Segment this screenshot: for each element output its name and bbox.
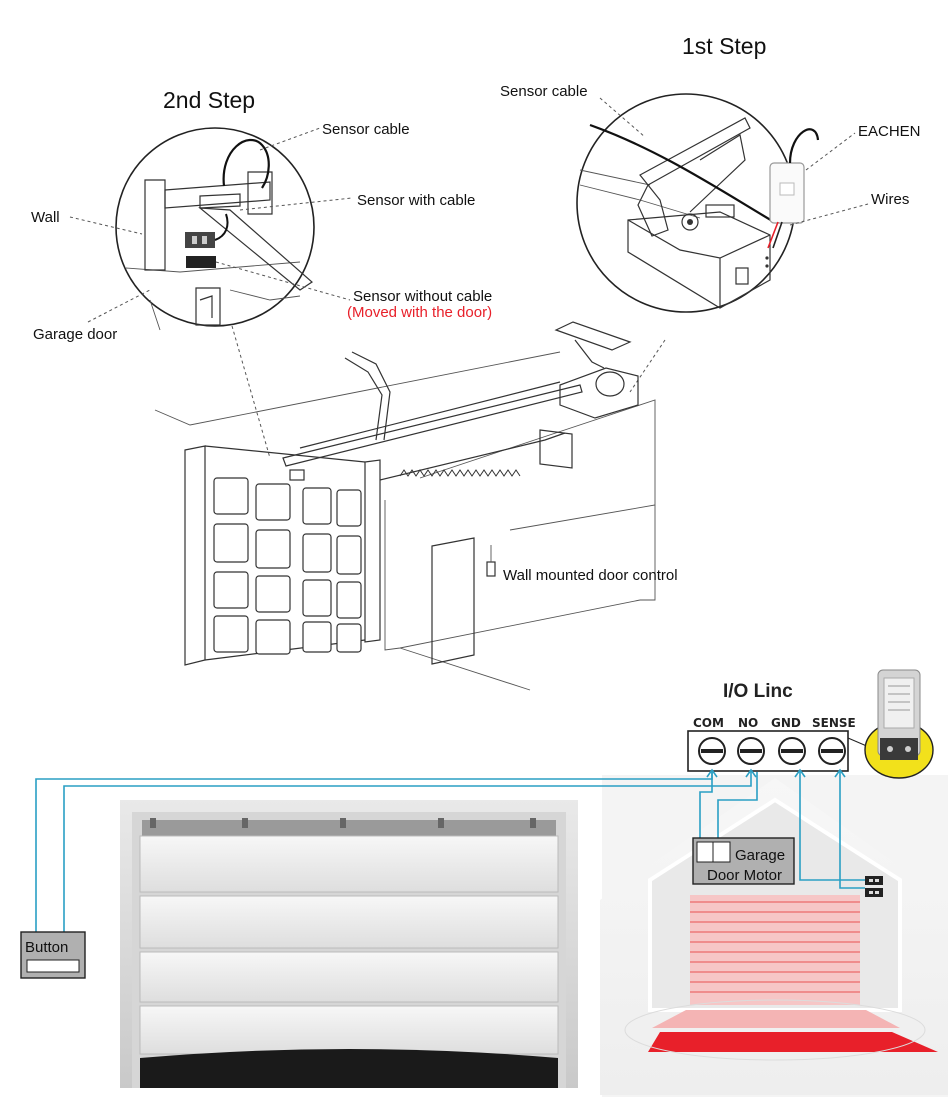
moved-with-door-note: (Moved with the door) [347,304,492,321]
step1-sensor-cable-label: Sensor cable [500,83,588,100]
motor-wiring [699,772,758,838]
terminal-gnd-screw [778,737,806,765]
alarm-door-stripes [690,895,860,1005]
eachen-label: EACHEN [858,123,921,140]
house-image [600,775,948,1097]
terminal-com-label: COM [693,716,724,730]
step2-sensor-cable-label: Sensor cable [322,121,410,138]
step2-sensor-with-cable-label: Sensor with cable [357,192,475,209]
terminal-no-screw [737,737,765,765]
sensor-wiring [794,768,865,889]
io-linc-title: I/O Linc [723,681,793,702]
step-1-magnifier [576,93,820,313]
motor-label-line1: Garage [735,847,785,864]
step-2-heading: 2nd Step [163,87,255,113]
garage-door-label: Garage door [33,326,117,343]
step-2-magnifier [115,127,315,331]
terminal-com-screw [698,737,726,765]
terminal-gnd-label: GND [771,716,801,730]
sensor-without-cable-label: Sensor without cable [353,288,492,305]
io-linc-terminal-block [687,730,849,772]
button-label: Button [25,939,68,956]
wall-button [20,931,86,979]
motor-label-line2: Door Motor [707,867,782,884]
io-linc-device-image [847,669,934,779]
wall-control-label: Wall mounted door control [503,567,678,584]
garage-scene [154,321,656,691]
garage-door-motor [692,837,795,885]
step-1-heading: 1st Step [682,33,766,59]
door-contact-sensor [865,876,883,897]
garage-door-image [120,800,578,1088]
wires-label: Wires [871,191,909,208]
terminal-no-label: NO [738,716,758,730]
terminal-sense-label: SENSE [812,716,856,730]
wall-label: Wall [31,209,60,226]
terminal-sense-screw [818,737,846,765]
